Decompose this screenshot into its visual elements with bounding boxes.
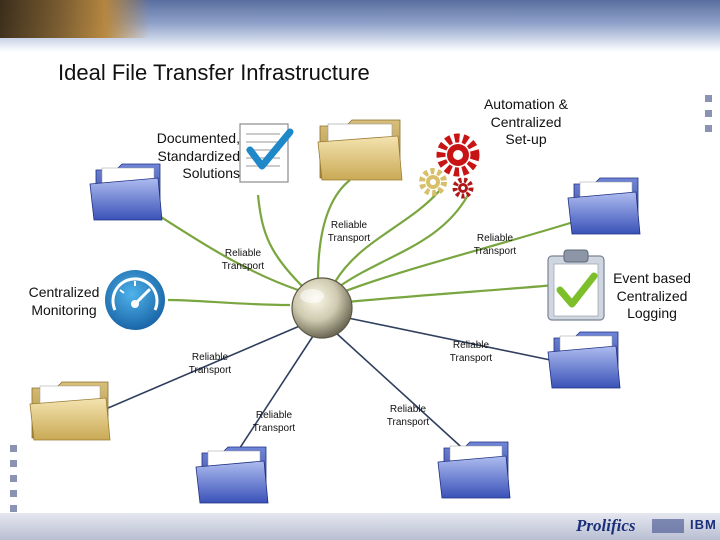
connector-documented xyxy=(256,194,309,293)
hub-icon xyxy=(291,277,353,339)
label-transport: Reliable Transport xyxy=(327,220,371,244)
label-automation: Automation & Centralized Set-up xyxy=(483,96,569,147)
connector-bottom-left-folder xyxy=(79,324,303,421)
blue-folder-icon xyxy=(195,446,269,504)
label-transport: Reliable Transport xyxy=(449,340,493,364)
connector-right-folder xyxy=(347,317,561,363)
header-shine xyxy=(0,38,720,52)
left-decor-squares xyxy=(10,445,17,520)
connector-folder-left xyxy=(149,209,299,292)
blue-folder-icon xyxy=(437,441,511,499)
blue-folder-icon xyxy=(547,331,621,389)
connector-monitoring xyxy=(167,298,291,307)
label-transport: Reliable Transport xyxy=(473,233,517,257)
label-transport: Reliable Transport xyxy=(221,248,265,272)
yellow-folder-icon xyxy=(29,381,111,441)
connector-bottom-right-folder xyxy=(334,331,471,456)
footer-bar xyxy=(0,513,720,540)
header-photo xyxy=(0,0,150,38)
yellow-folder-icon xyxy=(317,119,403,181)
ibm-logo: IBM xyxy=(690,517,717,532)
gauge-icon xyxy=(105,270,165,330)
partner-badge xyxy=(652,519,684,533)
green-connectors xyxy=(149,179,581,307)
connector-gear-red xyxy=(339,194,469,287)
label-transport: Reliable Transport xyxy=(188,352,232,376)
label-transport: Reliable Transport xyxy=(252,410,296,434)
document-check-icon xyxy=(239,123,294,183)
blue-folder-icon xyxy=(89,163,163,221)
label-logging: Event based Centralized Logging xyxy=(613,270,691,321)
label-documented: Documented, Standardized Solutions xyxy=(156,130,240,181)
prolifics-logo: Prolifics xyxy=(576,516,636,535)
connector-folder-right xyxy=(342,218,581,294)
right-decor-squares xyxy=(705,95,712,140)
gears-icon xyxy=(419,133,480,199)
label-transport: Reliable Transport xyxy=(386,404,430,428)
connector-gears xyxy=(334,189,441,283)
connector-yellow-folder xyxy=(316,179,351,281)
connector-bottom-center-folder xyxy=(231,332,316,461)
slide-title: Ideal File Transfer Infrastructure xyxy=(58,60,370,85)
dark-connectors xyxy=(79,317,561,461)
clipboard-check-icon xyxy=(547,249,605,321)
label-monitoring: Centralized Monitoring xyxy=(28,284,100,318)
blue-folder-icon xyxy=(567,177,641,235)
connector-logging xyxy=(346,283,556,304)
